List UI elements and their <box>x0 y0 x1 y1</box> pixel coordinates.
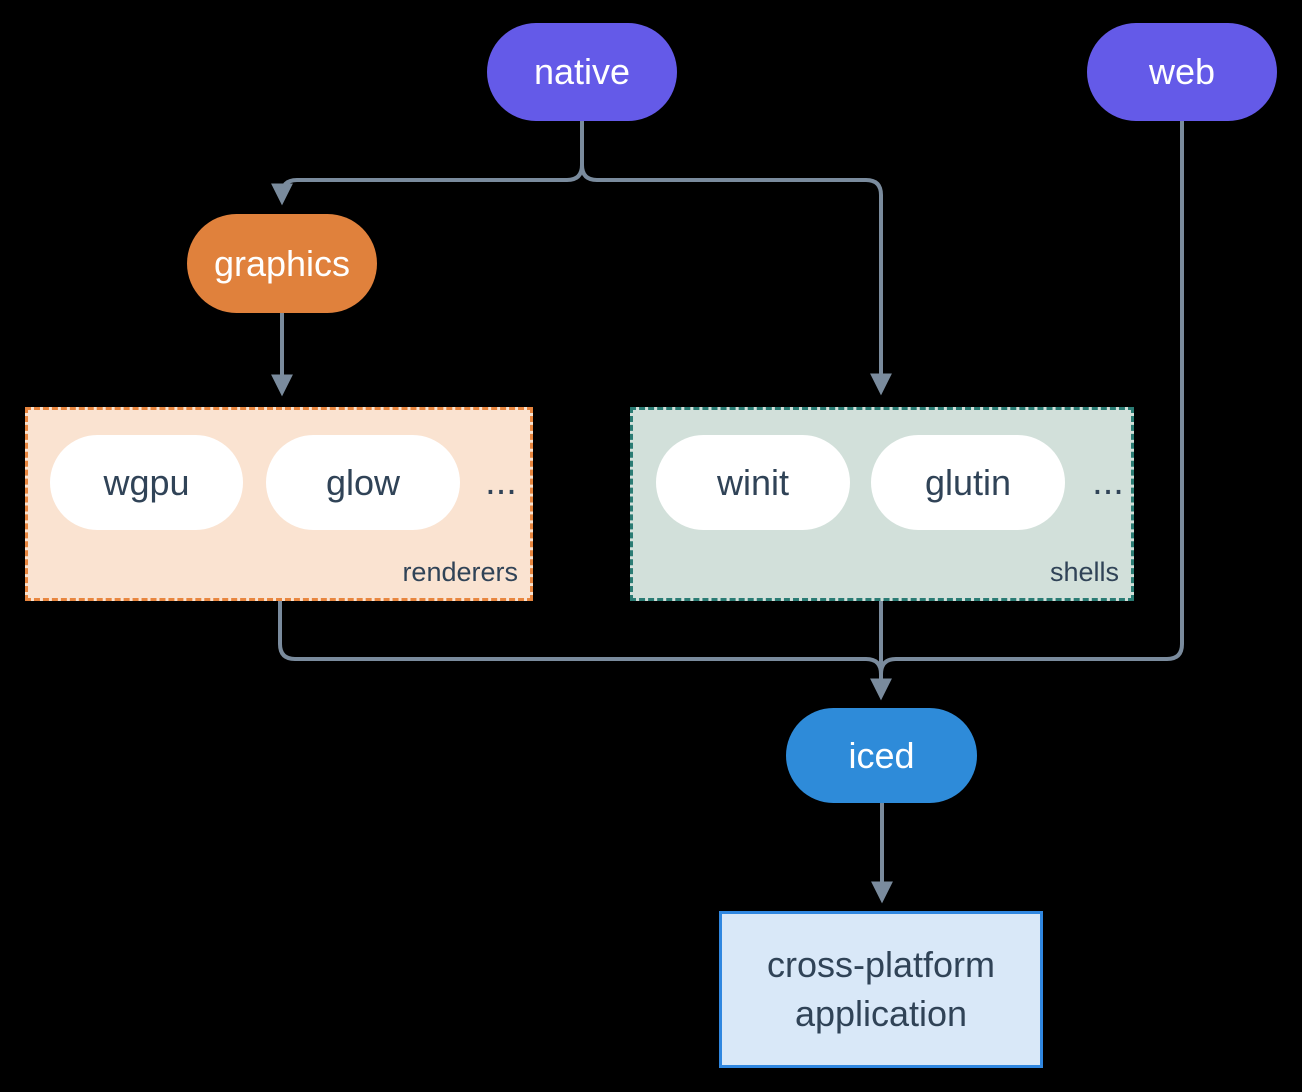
node-iced-label: iced <box>848 734 915 776</box>
edge-native-shells <box>580 121 892 396</box>
node-native-label: native <box>533 51 631 92</box>
node-glutin-label: glutin <box>924 461 1012 503</box>
renderers-group-label: renderers <box>402 557 518 587</box>
shells-group-label: shells <box>1049 557 1119 587</box>
node-native: native <box>487 23 677 121</box>
group-renderers: wgpu glow ... renderers <box>25 407 533 601</box>
shells-ellipsis: ... <box>1092 461 1124 503</box>
edge-renderers-iced <box>278 601 883 677</box>
node-glow: glow <box>266 435 460 530</box>
node-iced: iced <box>786 708 977 803</box>
node-winit-label: winit <box>716 461 790 503</box>
node-glutin: glutin <box>871 435 1065 530</box>
node-web-label: web <box>1148 51 1216 92</box>
node-wgpu: wgpu <box>50 435 243 530</box>
edge-native-graphics <box>271 121 584 206</box>
node-graphics: graphics <box>187 214 377 313</box>
node-wgpu-label: wgpu <box>103 461 190 503</box>
node-web: web <box>1087 23 1277 121</box>
app-label-line2: application <box>794 992 968 1034</box>
node-cross-platform-application: cross-platform application <box>719 911 1043 1068</box>
group-shells: winit glutin ... shells <box>630 407 1134 601</box>
renderers-ellipsis: ... <box>485 461 517 503</box>
app-label-line1: cross-platform <box>766 943 996 985</box>
node-graphics-label: graphics <box>213 242 351 284</box>
node-glow-label: glow <box>325 461 401 503</box>
node-winit: winit <box>656 435 850 530</box>
